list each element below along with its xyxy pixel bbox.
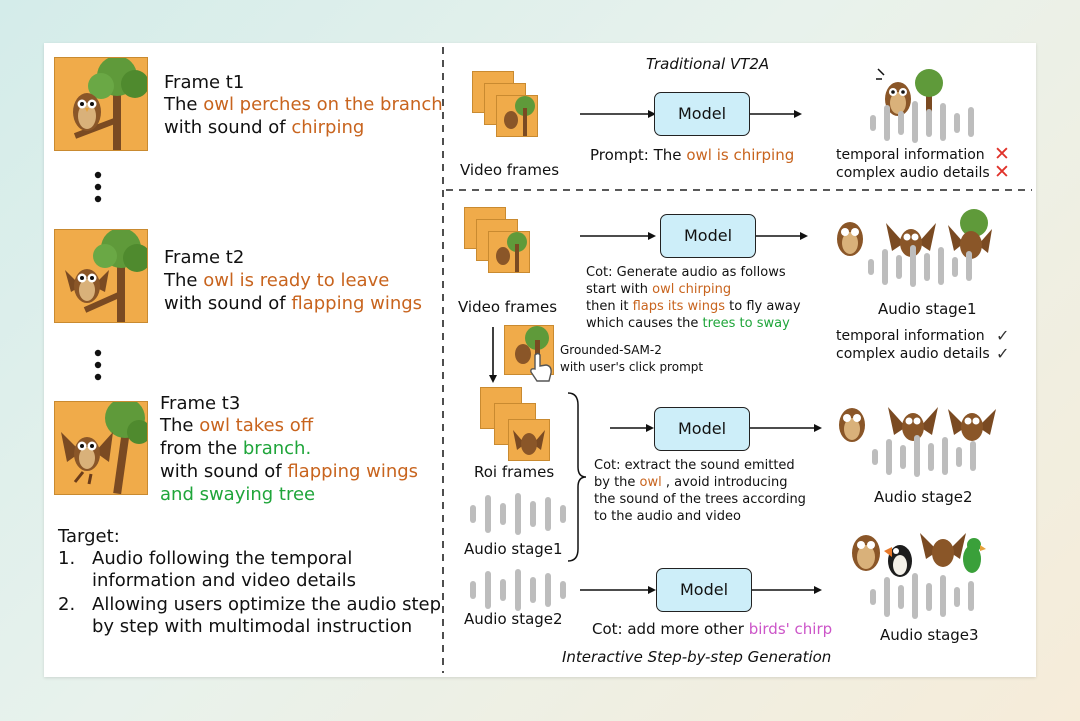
stage2-output-owls	[839, 407, 996, 442]
trad-check-audio: complex audio details	[836, 165, 990, 181]
sam-label-line2: with user's click prompt	[560, 360, 704, 374]
trad-output-owl-tree	[876, 68, 943, 125]
cot1-line1: Cot: Generate audio as follows	[586, 265, 786, 280]
interactive-title: Interactive Step-by-step Generation	[562, 648, 832, 666]
vertical-divider	[442, 47, 444, 673]
cot3: Cot: add more other birds' chirp	[592, 620, 833, 638]
stage1-output-owls	[837, 209, 992, 259]
sam-label-line1: Grounded-SAM-2	[560, 343, 662, 357]
trad-fail-audio: ✕	[994, 161, 1010, 183]
frame-t2-image	[54, 229, 148, 323]
cot1-line4: which causes the trees to sway	[586, 316, 790, 331]
figure-card: Frame t1 The owl perches on the branch w…	[44, 43, 1036, 677]
frame-t2-title: Frame t2	[164, 247, 245, 268]
cot2-line4: to the audio and video	[594, 509, 741, 524]
trad-arrow-in	[580, 110, 656, 118]
inter-arrow-out-3	[752, 586, 822, 594]
stage1-check-temporal: temporal information	[836, 328, 985, 344]
stage2-output-label: Audio stage2	[874, 488, 973, 506]
frame-t1-title: Frame t1	[164, 72, 245, 93]
frame-t1-image	[54, 57, 148, 151]
frame-t2-line2: with sound of flapping wings	[164, 293, 423, 314]
cot2-line2: by the owl , avoid introducing	[594, 475, 788, 490]
stage2-waveform	[872, 435, 976, 477]
target-title: Target:	[58, 526, 120, 547]
inter-arrow-out-2	[750, 424, 822, 432]
ellipsis-dots-2	[94, 349, 102, 381]
trad-fail-temporal: ✕	[994, 143, 1010, 165]
stage1-check-audio: complex audio details	[836, 346, 990, 362]
trad-model-box: Model	[654, 92, 750, 136]
inter-video-label: Video frames	[458, 298, 558, 316]
frame-t3-line2: from the branch.	[160, 438, 312, 459]
frame-t3-line3: with sound of flapping wings	[160, 461, 419, 482]
inter-model-box-1: Model	[660, 214, 756, 258]
frame-t3-line1: The owl takes off	[160, 415, 314, 436]
inter-arrow-in-3	[580, 586, 656, 594]
target-item2-line2: by step with multimodal instruction	[92, 616, 413, 637]
trad-waveform	[870, 101, 974, 143]
trad-prompt: Prompt: The owl is chirping	[590, 146, 795, 164]
inter-arrow-out-1	[756, 232, 808, 240]
frame-t1-line1: The owl perches on the branch	[164, 94, 443, 115]
target-item2-num: 2.	[58, 594, 76, 615]
cot1-line3: then it flaps its wings to fly away	[586, 299, 801, 314]
target-item1-line2: information and video details	[92, 570, 357, 591]
audio-stage1-input-waveform	[470, 493, 566, 535]
roi-frame-3	[508, 419, 550, 461]
traditional-title: Traditional VT2A	[646, 55, 770, 73]
frame-t3-title: Frame t3	[160, 393, 241, 414]
target-item1-line1: Audio following the temporal	[92, 548, 353, 569]
input-bracket	[567, 392, 587, 562]
trad-video-label: Video frames	[460, 161, 560, 179]
ellipsis-dots-1	[94, 171, 102, 203]
target-item1-num: 1.	[58, 548, 76, 569]
inter-arrow-in-1	[580, 232, 656, 240]
stage1-waveform	[868, 245, 972, 287]
inter-video-frame-3	[488, 231, 530, 273]
roi-frames-label: Roi frames	[474, 463, 555, 481]
cot1-line2: start with owl chirping	[586, 282, 732, 297]
inter-model-box-2: Model	[654, 407, 750, 451]
audio-stage2-input-waveform	[470, 569, 566, 611]
inter-model-box-3: Model	[656, 568, 752, 612]
inter-arrow-in-2	[610, 424, 654, 432]
target-item2-line1: Allowing users optimize the audio step	[92, 594, 442, 615]
audio-stage2-input-label: Audio stage2	[464, 610, 563, 628]
cot2-line3: the sound of the trees according	[594, 492, 806, 507]
horizontal-divider	[446, 189, 1032, 191]
trad-arrow-out	[750, 110, 802, 118]
stage1-ok-temporal: ✓	[996, 326, 1010, 345]
stage1-output-label: Audio stage1	[878, 300, 977, 318]
arrow-to-roi	[489, 327, 497, 383]
frame-t3-line4: and swaying tree	[160, 484, 316, 505]
frame-t2-line1: The owl is ready to leave	[164, 270, 390, 291]
stage3-output-birds	[852, 533, 986, 577]
frame-t3-image	[54, 401, 148, 495]
stage3-output-label: Audio stage3	[880, 626, 979, 644]
stage1-ok-audio: ✓	[996, 344, 1010, 363]
click-hand-icon	[530, 352, 552, 382]
cot2-line1: Cot: extract the sound emitted	[594, 458, 795, 473]
trad-check-temporal: temporal information	[836, 147, 985, 163]
audio-stage1-input-label: Audio stage1	[464, 540, 563, 558]
stage3-waveform	[870, 573, 974, 619]
frame-t1-line2: with sound of chirping	[164, 117, 365, 138]
trad-video-frame-3	[496, 95, 538, 137]
